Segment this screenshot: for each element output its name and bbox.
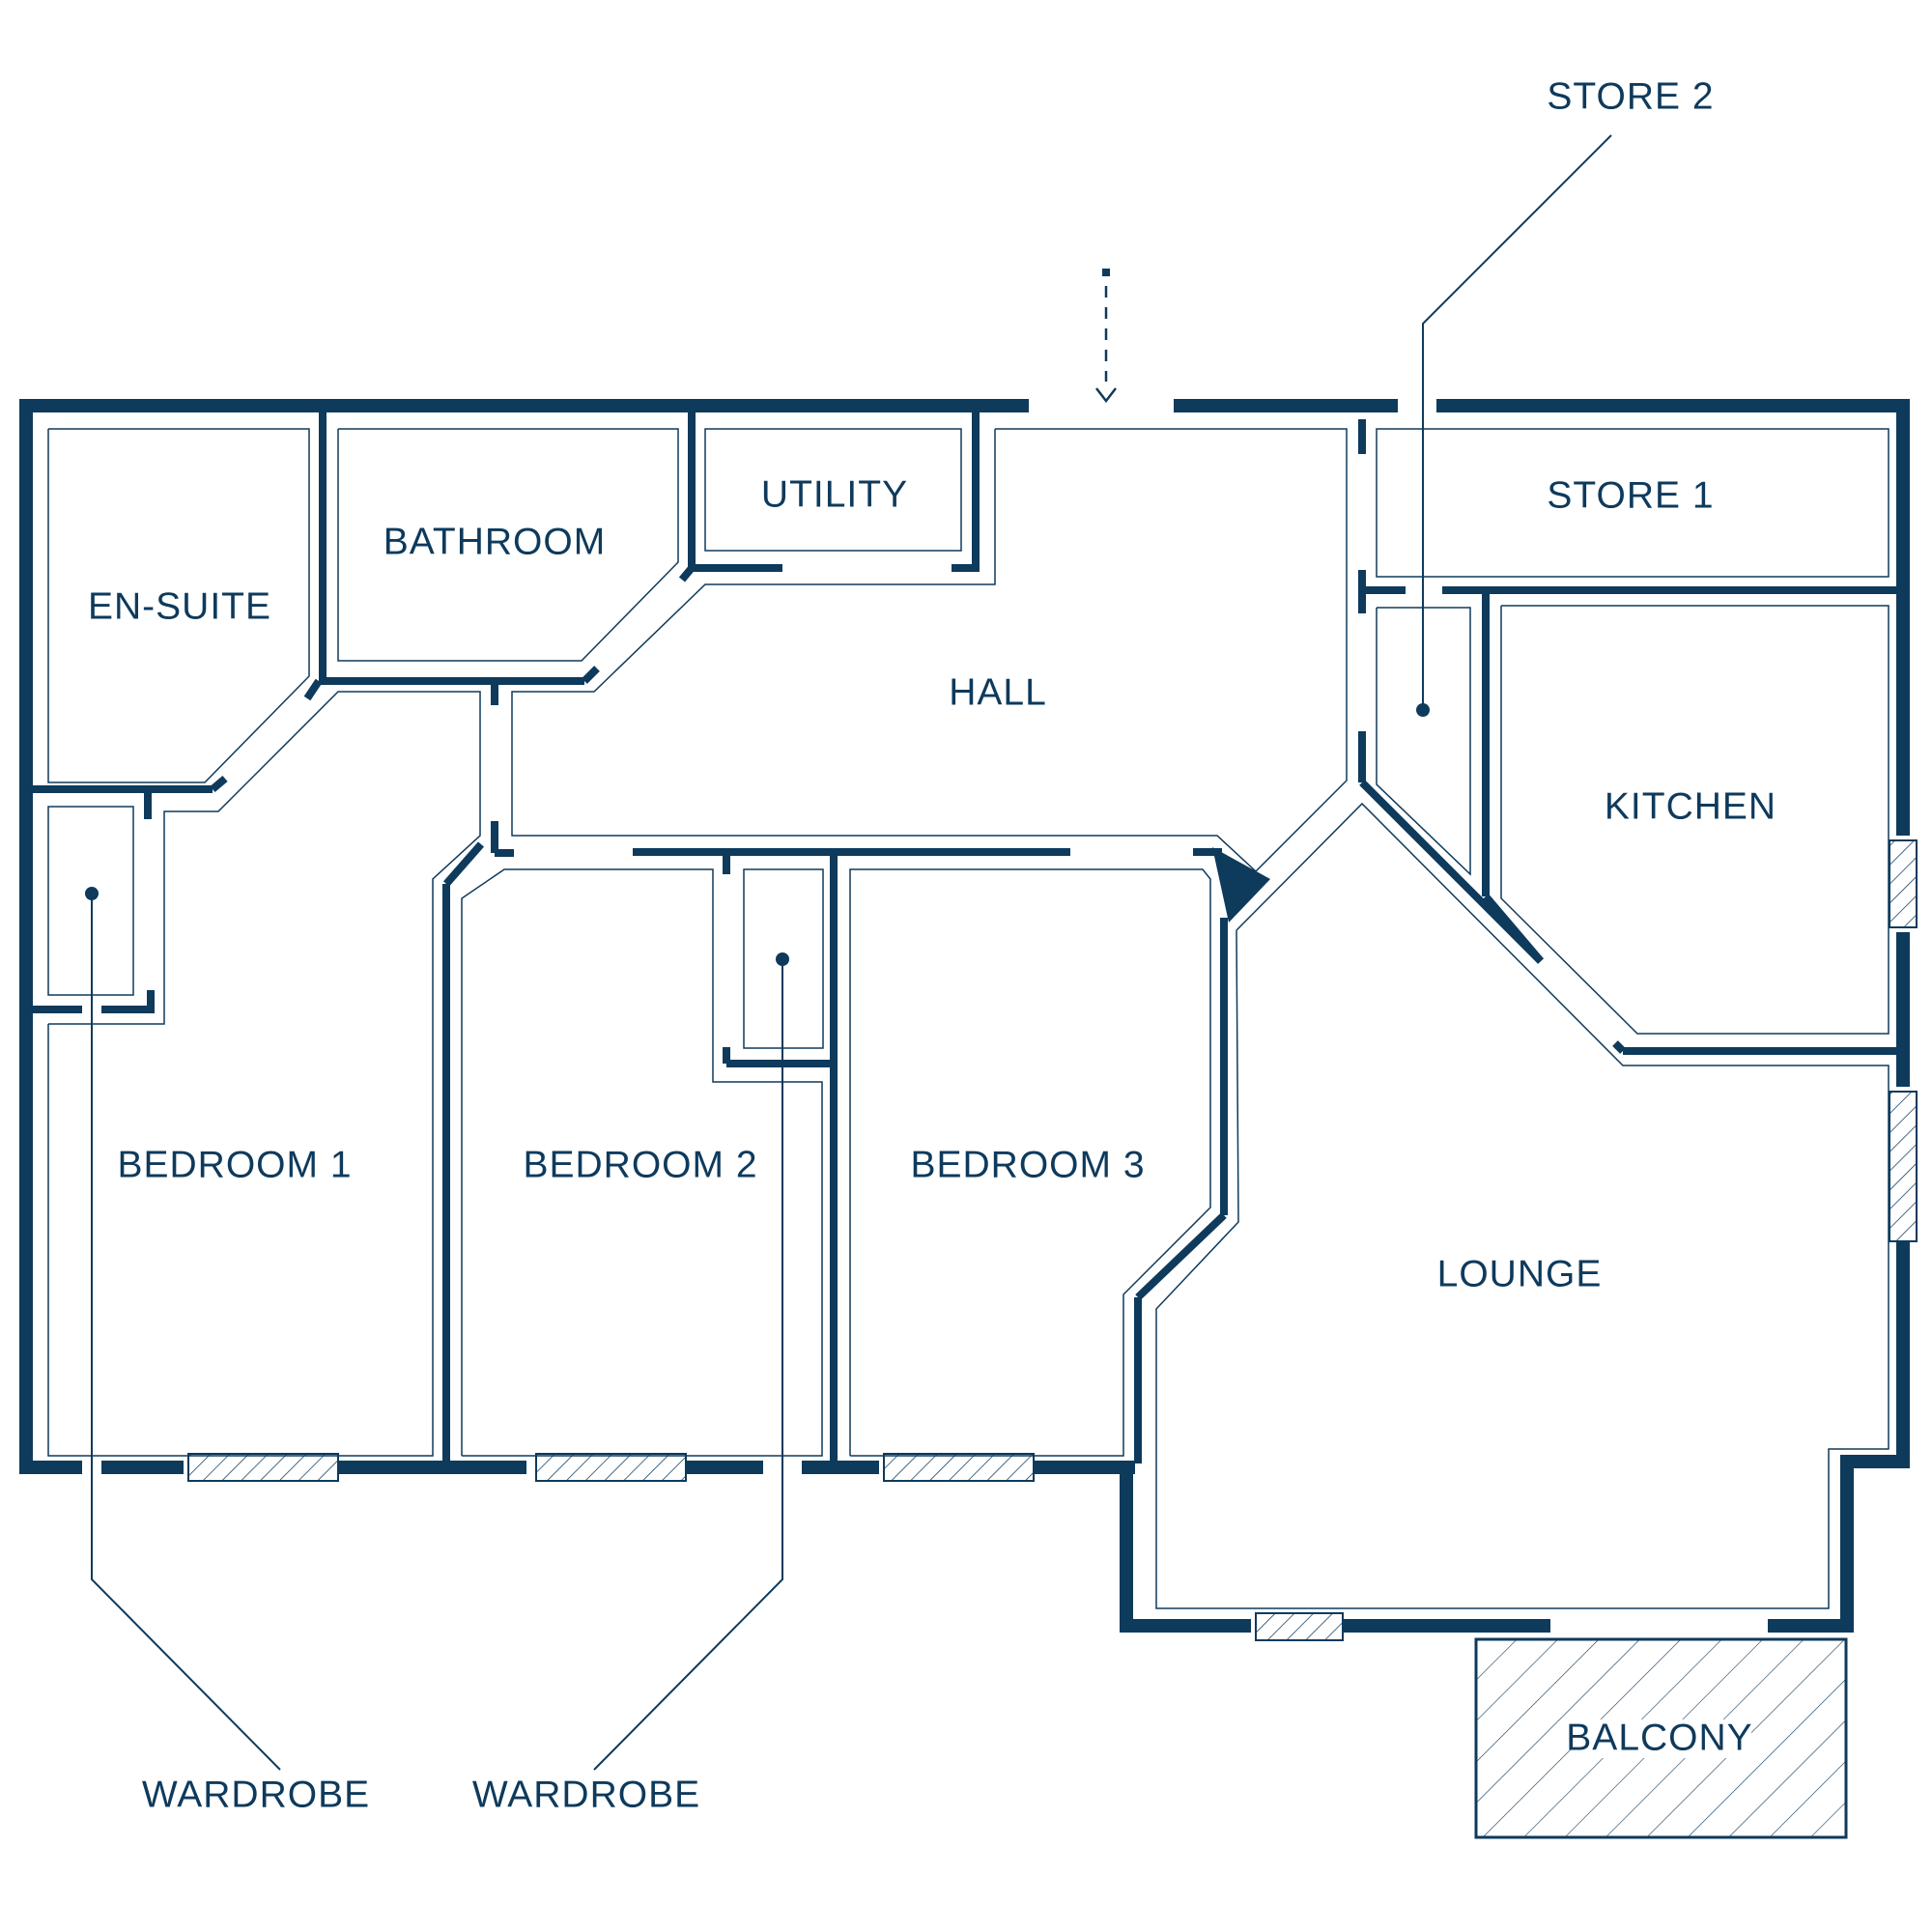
kitchen-label: KITCHEN (1604, 785, 1777, 828)
callout-leaders (85, 134, 1612, 1771)
bedroom-1-label: BEDROOM 1 (117, 1144, 353, 1186)
store-1-label: STORE 1 (1547, 474, 1715, 517)
bathroom-label: BATHROOM (383, 521, 607, 563)
balcony-label: BALCONY (1566, 1717, 1753, 1759)
outer-walls (19, 399, 1910, 1633)
lounge-label: LOUNGE (1436, 1253, 1603, 1295)
hall-label: HALL (949, 671, 1047, 714)
balcony (1474, 1637, 1848, 1839)
wardrobe-label-2: WARDROBE (471, 1774, 701, 1816)
room-outlines (47, 428, 1889, 1609)
wardrobe-label-1: WARDROBE (141, 1774, 371, 1816)
windows (187, 839, 1918, 1641)
utility-label: UTILITY (760, 473, 909, 516)
store-2-label: STORE 2 (1547, 75, 1715, 118)
interior-walls (29, 412, 1908, 1463)
bedroom-3-label: BEDROOM 3 (910, 1144, 1146, 1186)
bedroom-2-label: BEDROOM 2 (523, 1144, 758, 1186)
entrance-arrow-icon (1095, 269, 1117, 404)
en-suite-label: EN-SUITE (87, 585, 272, 628)
